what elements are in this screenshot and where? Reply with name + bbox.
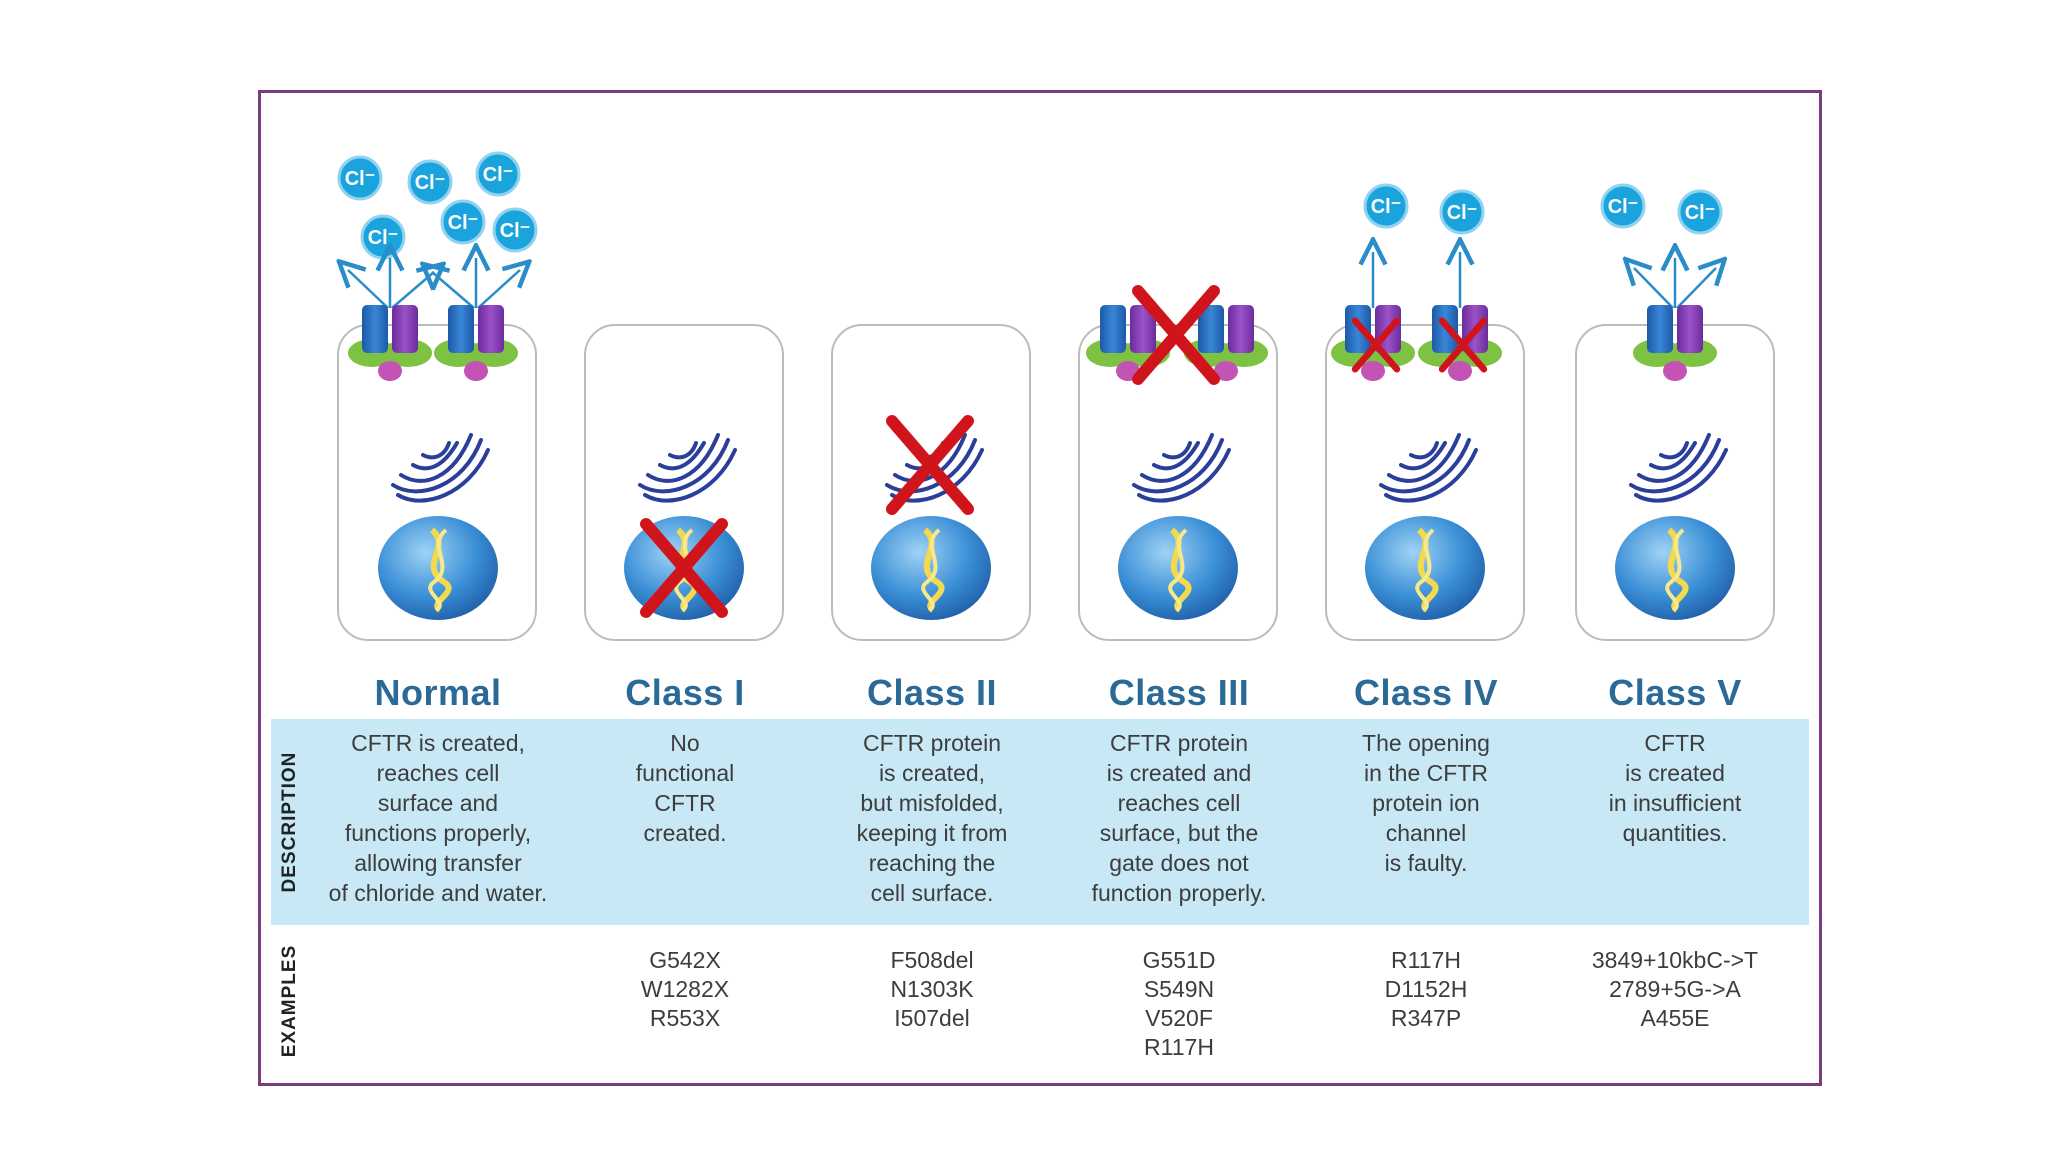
examples-class-4: R117H D1152H R347P: [1384, 947, 1468, 1031]
examples-class-2: F508del N1303K I507del: [890, 947, 974, 1031]
chloride-ion-icon: [360, 214, 406, 260]
class-5-illustration: [1600, 183, 1735, 620]
chloride-ion-icon: [1363, 183, 1409, 229]
nucleus-dna-icon: [1615, 516, 1735, 620]
examples-class-5: 3849+10kbC->T 2789+5G->A A455E: [1591, 947, 1759, 1031]
row-label-examples: EXAMPLES: [279, 944, 300, 1058]
description-band: [271, 719, 1809, 925]
nucleus-dna-icon: [1365, 516, 1485, 620]
description-class-3: CFTR protein is created and reaches cell…: [1091, 730, 1267, 906]
chloride-ion-icon: [440, 199, 486, 245]
column-title-class-3: Class III: [1108, 672, 1250, 713]
chloride-ion-icon: [1677, 189, 1723, 235]
chloride-ion-icon: [407, 159, 453, 205]
chloride-ion-icon: [1600, 183, 1646, 229]
column-title-class-1: Class I: [625, 672, 745, 713]
column-title-class-5: Class V: [1608, 672, 1742, 713]
examples-class-3: G551D S549N V520F R117H: [1142, 947, 1216, 1060]
description-class-2: CFTR protein is created, but misfolded, …: [856, 730, 1008, 906]
chloride-ion-icon: [492, 207, 538, 253]
nucleus-dna-icon: [1118, 516, 1238, 620]
description-normal: CFTR is created, reaches cell surface an…: [328, 730, 548, 906]
description-class-5: CFTR is created in insufficient quantiti…: [1608, 730, 1742, 846]
class-4-illustration: [1331, 183, 1502, 620]
examples-class-1: G542X W1282X R553X: [640, 947, 730, 1031]
nucleus-dna-icon: [378, 516, 498, 620]
column-title-class-4: Class IV: [1353, 672, 1499, 713]
nucleus-dna-icon: [871, 516, 991, 620]
row-label-description: DESCRIPTION: [279, 751, 300, 893]
column-title-normal: Normal: [374, 672, 502, 713]
chloride-ion-icon: [1439, 189, 1485, 235]
chloride-ion-icon: [337, 155, 383, 201]
normal-illustration: [337, 151, 538, 620]
description-class-1: No functional CFTR created.: [635, 730, 735, 846]
cftr-illustrations: Cl⁻: [318, 151, 1775, 641]
description-class-4: The opening in the CFTR protein ion chan…: [1362, 730, 1490, 876]
column-title-class-2: Class II: [866, 672, 998, 713]
chloride-ion-icon: [475, 151, 521, 197]
